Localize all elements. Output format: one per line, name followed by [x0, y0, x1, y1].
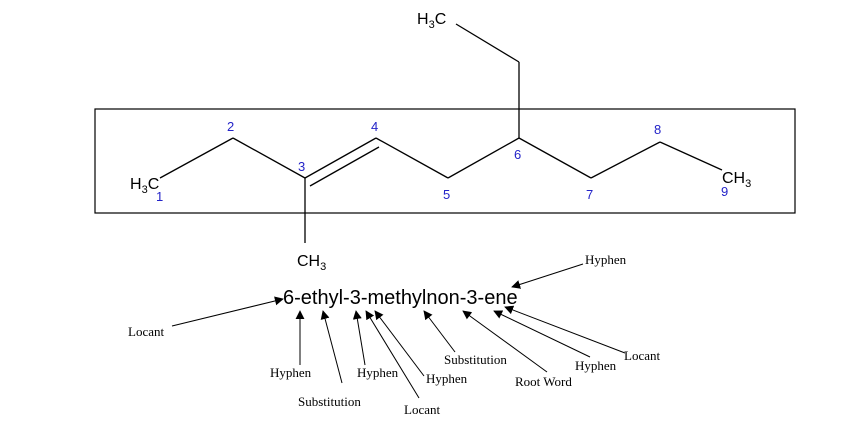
locant-number-3: 3 — [298, 159, 305, 174]
label-hyphen-2: Hyphen — [357, 365, 399, 380]
chain-locants: 1 2 3 4 5 6 7 8 9 — [156, 119, 728, 204]
locant-number-6: 6 — [514, 147, 521, 162]
substituent-bonds — [304, 23, 520, 243]
arrow-substitution-1 — [320, 310, 343, 384]
parent-chain-box — [94, 108, 796, 214]
h3c-left-label: H3C — [130, 176, 159, 196]
ch3-right-label: CH3 — [722, 170, 751, 190]
locant-number-5: 5 — [443, 187, 450, 202]
arrow-locant-right — [504, 305, 626, 354]
arrow-hyphen-4 — [493, 310, 591, 358]
locant-number-9: 9 — [721, 184, 728, 199]
bond-c7-c8 — [590, 141, 661, 179]
arrow-hyphen-top — [511, 263, 584, 289]
label-hyphen-1: Hyphen — [270, 365, 312, 380]
arrow-locant-left — [171, 296, 284, 327]
ch3-bottom-label: CH3 — [297, 253, 326, 273]
bond-c5-c6 — [447, 137, 520, 179]
bond-c4-c5 — [375, 137, 449, 179]
label-substitution-1: Substitution — [298, 394, 361, 409]
annotation-arrows — [171, 263, 626, 399]
locant-number-8: 8 — [654, 122, 661, 137]
bond-ethyl-2 — [455, 23, 520, 63]
label-substitution-2: Substitution — [444, 352, 507, 367]
arrow-hyphen-3 — [374, 310, 425, 377]
locant-number-4: 4 — [371, 119, 378, 134]
label-hyphen-4: Hyphen — [575, 358, 617, 373]
main-chain-bonds — [159, 137, 723, 187]
h3c-top-label: H3C — [417, 11, 446, 31]
arrow-hyphen-2 — [352, 310, 366, 366]
locant-number-1: 1 — [156, 189, 163, 204]
locant-number-2: 2 — [227, 119, 234, 134]
arrow-locant-mid — [365, 310, 420, 399]
bond-c1-c2 — [159, 137, 234, 179]
bond-c2-c3 — [232, 137, 306, 179]
iupac-name: 6-ethyl-3-methylnon-3-ene — [283, 287, 518, 309]
label-hyphen-3: Hyphen — [426, 371, 468, 386]
bond-c3-c4 — [304, 137, 377, 179]
bond-c6-c7 — [518, 137, 592, 179]
label-hyphen-top: Hyphen — [585, 252, 627, 267]
label-locant-mid: Locant — [404, 402, 440, 417]
label-locant-right: Locant — [624, 348, 660, 363]
bond-c3-c4-double — [309, 146, 380, 187]
label-locant-left: Locant — [128, 324, 164, 339]
label-root-word: Root Word — [515, 374, 572, 389]
annotation-labels: Locant Hyphen Hyphen Substitution Hyphen… — [128, 252, 660, 417]
bond-c8-c9 — [659, 141, 723, 171]
arrow-root-word — [462, 310, 548, 373]
locant-number-7: 7 — [586, 187, 593, 202]
arrow-substitution-2 — [423, 310, 456, 353]
